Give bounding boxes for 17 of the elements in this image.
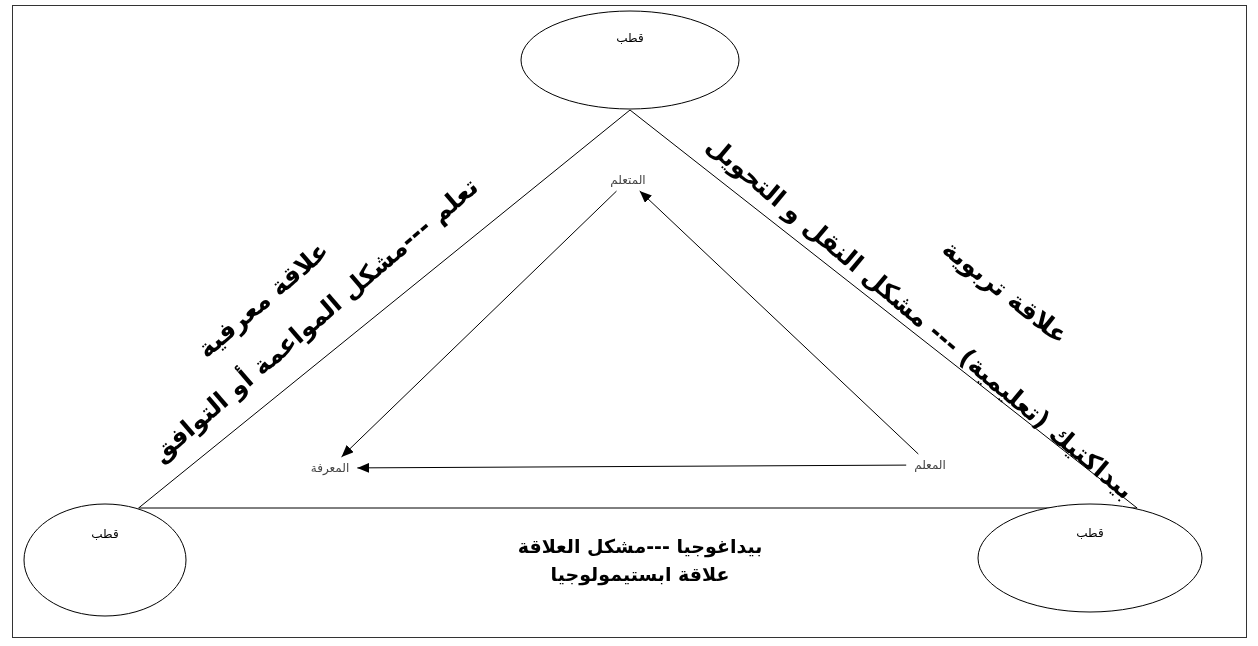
pole-label: قطب bbox=[91, 527, 119, 541]
pole-label: قطب bbox=[616, 31, 644, 45]
arrow bbox=[639, 190, 919, 455]
side-label: بيداغوجيا ---مشكل العلاقة bbox=[517, 535, 763, 557]
term-text: المعرفة bbox=[308, 459, 352, 477]
pole-ellipse bbox=[520, 10, 740, 110]
side-label: علاقة ابستيمولوجيا bbox=[550, 563, 730, 585]
pole-ellipse bbox=[23, 503, 187, 617]
triangle-side bbox=[138, 109, 631, 509]
term-text: المعلم bbox=[912, 456, 948, 474]
pole-label: قطب bbox=[1076, 526, 1104, 540]
term-text: المتعلم bbox=[608, 171, 648, 189]
arrow bbox=[341, 190, 617, 458]
pole-ellipse bbox=[977, 503, 1203, 613]
triangle-side bbox=[138, 507, 1138, 509]
triangle-side bbox=[629, 109, 1138, 509]
arrow bbox=[356, 462, 907, 473]
